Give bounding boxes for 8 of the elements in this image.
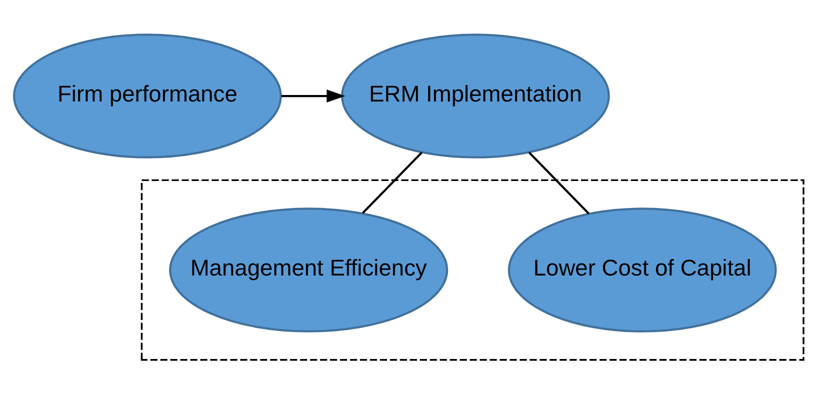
node-ellipse: ERM Implementation bbox=[341, 34, 610, 158]
arrow bbox=[281, 90, 346, 103]
connector bbox=[528, 152, 590, 214]
node-ellipse: Management Efficiency bbox=[169, 208, 448, 332]
connector bbox=[362, 152, 423, 214]
node-ellipse: Lower Cost of Capital bbox=[508, 208, 777, 332]
cluster bbox=[140, 179, 804, 361]
node-ellipse: Firm performance bbox=[13, 34, 282, 158]
